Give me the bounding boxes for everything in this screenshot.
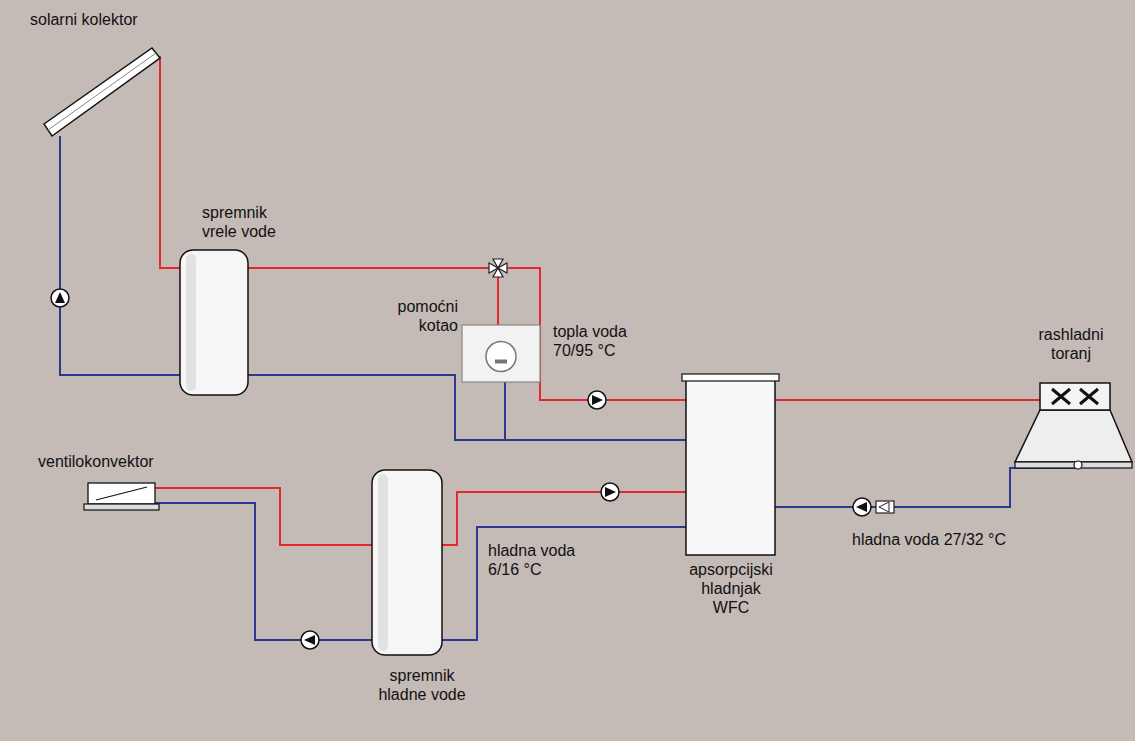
shape-outline xyxy=(44,48,160,136)
mixing-valve xyxy=(489,259,507,277)
tank-shade xyxy=(378,474,388,651)
tank-shell xyxy=(372,470,442,655)
water-outlet xyxy=(1074,461,1082,469)
component-label: ventilokonvektor xyxy=(38,452,178,471)
shape-outline xyxy=(88,483,155,510)
pump-symbol xyxy=(588,391,606,409)
shape-body xyxy=(1040,383,1110,410)
pipe-label: hladna voda 27/32 °C xyxy=(852,530,1072,549)
pump-symbol xyxy=(51,289,69,307)
pipe xyxy=(60,136,180,375)
pipe xyxy=(155,488,372,545)
pump-symbol xyxy=(301,631,319,649)
chiller-cap xyxy=(682,374,779,381)
chiller-casing xyxy=(686,378,775,555)
component-label: apsorpcijski hladnjak WFC xyxy=(685,560,777,617)
pipe xyxy=(505,382,686,440)
shape-body xyxy=(44,48,160,136)
pipe xyxy=(775,399,1040,401)
shape-body xyxy=(462,325,540,382)
shape-body xyxy=(180,250,248,395)
boiler-dial xyxy=(486,342,516,372)
solar-collector: solarni kolektor xyxy=(25,8,175,140)
fan-coil-unit: ventilokonvektor xyxy=(38,452,180,514)
tower-basin xyxy=(1015,462,1132,468)
pipe xyxy=(442,492,686,545)
tank-shade xyxy=(186,254,196,391)
pipe xyxy=(775,468,1078,507)
component-label: spremnik vrele vode xyxy=(202,203,290,241)
pump-symbol xyxy=(853,498,871,516)
component-label: spremnik hladne vode xyxy=(372,666,472,704)
fan-blade xyxy=(1052,389,1070,404)
cooling-tower: rashladni toranj xyxy=(1010,325,1132,475)
fan-blade xyxy=(1080,389,1098,404)
fan-housing xyxy=(1040,383,1110,410)
tower-shell xyxy=(1015,410,1132,462)
pipe xyxy=(155,503,372,640)
shape-outline xyxy=(686,378,775,555)
component-label: rashladni toranj xyxy=(1026,325,1116,363)
absorption-chiller: apsorpcijski hladnjak WFC xyxy=(672,376,790,626)
shape-outline xyxy=(180,250,248,395)
shape-body xyxy=(686,378,775,555)
shape-outline xyxy=(462,325,540,382)
boiler-display xyxy=(495,360,507,364)
pump-symbol xyxy=(601,483,619,501)
fan-coil-base xyxy=(84,504,159,510)
component-label: pomoćni kotao xyxy=(392,297,458,335)
pipe xyxy=(160,56,180,268)
tank-shell xyxy=(180,250,248,395)
hot-water-tank: spremnik vrele vode xyxy=(180,203,292,395)
pipe-label: hladna voda 6/16 °C xyxy=(488,541,588,579)
shape-outline xyxy=(372,470,442,655)
pipe xyxy=(248,268,686,400)
cold-water-tank: spremnik hladne vode xyxy=(362,470,482,725)
panel-edge xyxy=(48,53,156,130)
shape-outline xyxy=(1040,383,1110,410)
shape-body xyxy=(372,470,442,655)
filter-symbol xyxy=(876,501,894,513)
fan-coil-grille xyxy=(96,487,147,500)
boiler-casing xyxy=(462,325,540,382)
pipe xyxy=(442,527,686,640)
shape-body xyxy=(88,483,155,510)
collector-panel xyxy=(44,48,160,136)
pipe-label: topla voda 70/95 °C xyxy=(553,322,653,360)
component-label: solarni kolektor xyxy=(30,10,170,29)
fan-coil-casing xyxy=(88,483,155,504)
auxiliary-boiler: pomoćni kotao xyxy=(392,295,542,385)
pipe xyxy=(248,375,686,440)
